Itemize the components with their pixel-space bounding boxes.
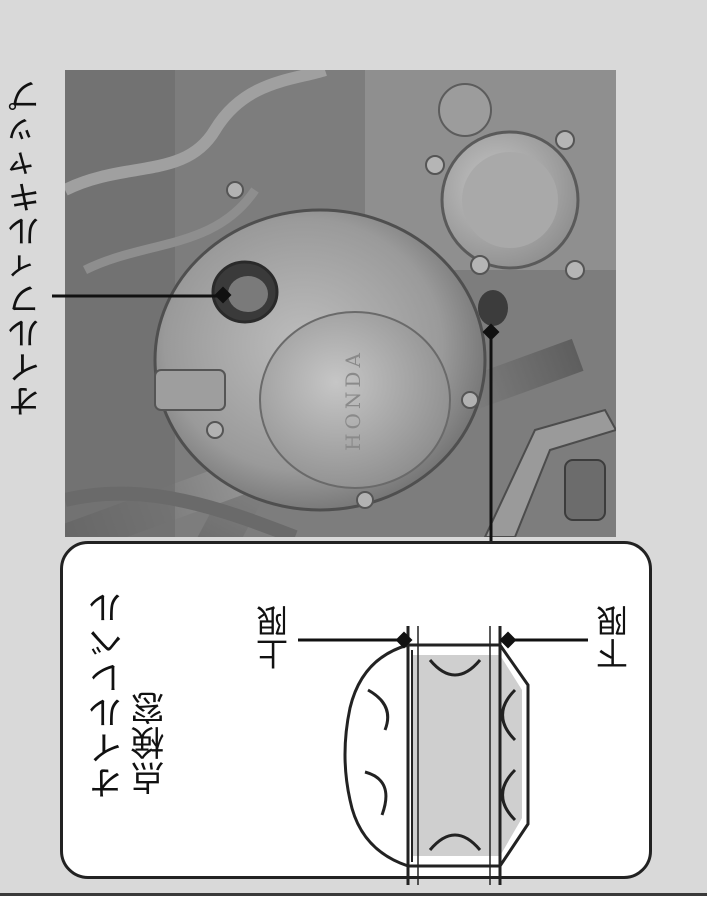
cap-pointer-diamond [214,286,232,304]
upper-limit-diamond [395,631,413,649]
window-pointer-diamond [482,323,500,341]
window-outline [343,643,530,868]
oil-fill-region [412,655,522,856]
bottom-rule [0,893,707,896]
lower-limit-diamond [499,631,517,649]
honda-emblem: HONDA [341,349,365,451]
engine-photo: HONDA [65,70,616,537]
bottom-band [0,896,707,912]
level-window-diagram [343,626,530,885]
engine-illustration: HONDA [65,70,616,537]
